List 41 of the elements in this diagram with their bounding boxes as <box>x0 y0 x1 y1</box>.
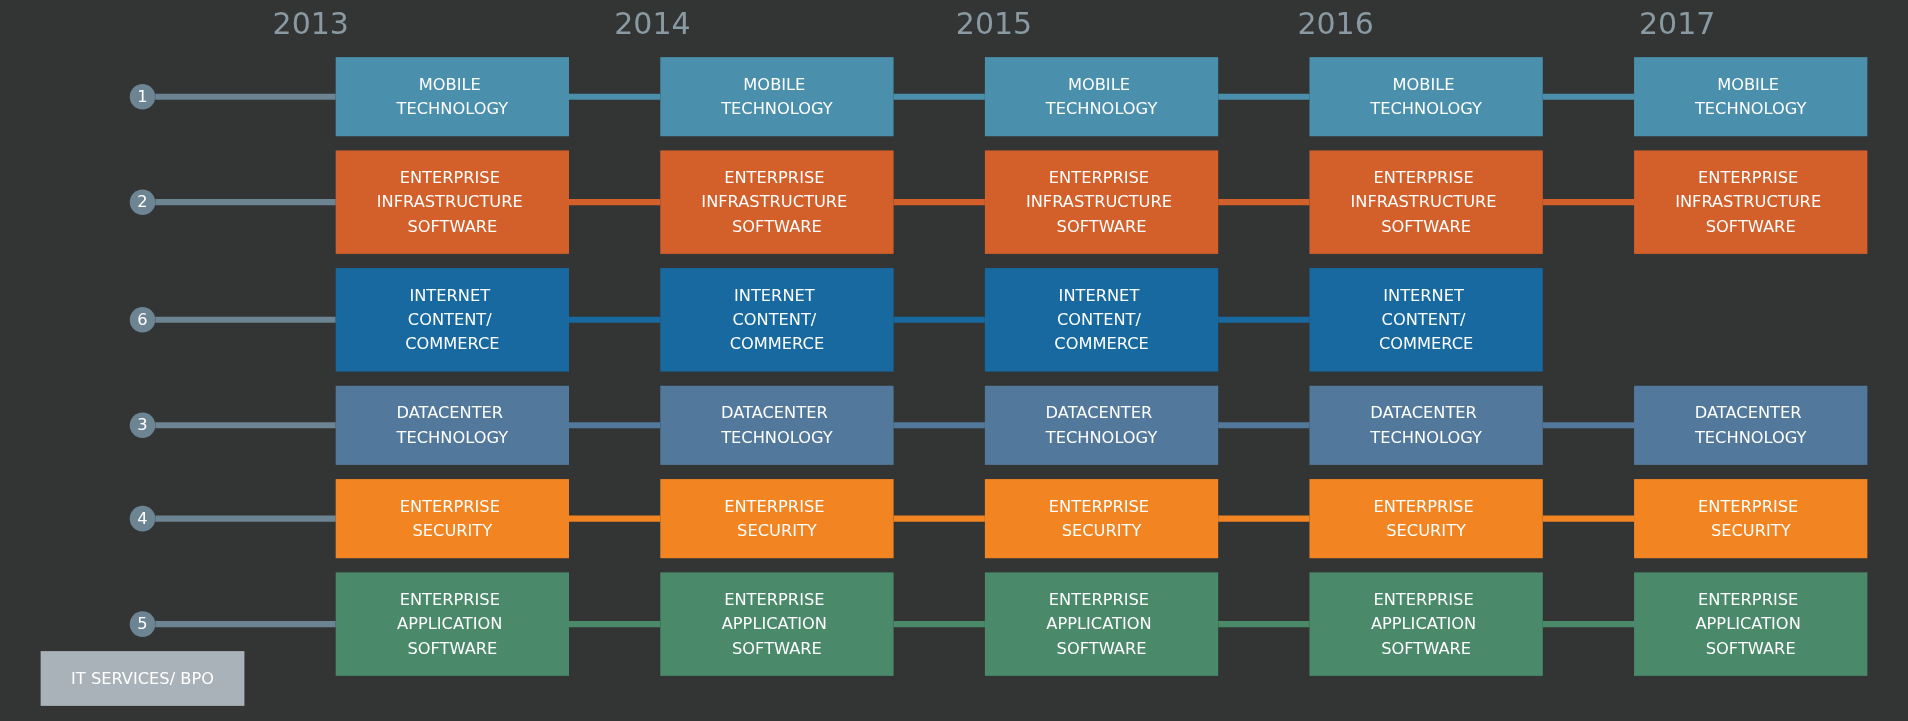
node-box: ENTERPRISE INFRASTRUCTURE SOFTWARE <box>1634 149 1868 254</box>
node-box: ENTERPRISE SECURITY <box>335 478 569 558</box>
node-box: ENTERPRISE APPLICATION SOFTWARE <box>335 571 569 676</box>
node-box: ENTERPRISE APPLICATION SOFTWARE <box>1309 571 1543 676</box>
node-box: MOBILE TECHNOLOGY <box>984 56 1219 136</box>
node-box: DATACENTER TECHNOLOGY <box>1309 385 1543 465</box>
node-box: ENTERPRISE INFRASTRUCTURE SOFTWARE <box>1309 149 1543 254</box>
node-box: IT SERVICES/ BPO <box>40 650 245 706</box>
node-circle: 2 <box>129 188 156 215</box>
node-box: MOBILE TECHNOLOGY <box>1634 56 1868 136</box>
year-heading: 2015 <box>955 6 1033 43</box>
node-box: DATACENTER TECHNOLOGY <box>1634 385 1868 465</box>
node-box: ENTERPRISE SECURITY <box>1634 478 1868 558</box>
node-box: DATACENTER TECHNOLOGY <box>335 385 569 465</box>
node-box: ENTERPRISE APPLICATION SOFTWARE <box>1634 571 1868 676</box>
node-circle: 5 <box>129 610 156 637</box>
node-box: ENTERPRISE APPLICATION SOFTWARE <box>984 571 1219 676</box>
year-heading: 2017 <box>1639 6 1716 43</box>
node-circle: 1 <box>129 83 156 109</box>
node-circle: 6 <box>129 306 156 333</box>
node-box: ENTERPRISE INFRASTRUCTURE SOFTWARE <box>335 149 569 254</box>
node-box: ENTERPRISE SECURITY <box>660 478 894 558</box>
node-box: INTERNET CONTENT/ COMMERCE <box>984 267 1219 372</box>
year-heading: 2016 <box>1297 6 1374 43</box>
year-heading: 2014 <box>614 6 691 43</box>
node-box: INTERNET CONTENT/ COMMERCE <box>660 267 894 372</box>
node-box: INTERNET CONTENT/ COMMERCE <box>335 267 569 372</box>
node-circle: 4 <box>129 505 156 531</box>
node-box: ENTERPRISE APPLICATION SOFTWARE <box>660 571 894 676</box>
node-box: MOBILE TECHNOLOGY <box>335 56 569 136</box>
node-box: MOBILE TECHNOLOGY <box>660 56 894 136</box>
node-box: DATACENTER TECHNOLOGY <box>984 385 1219 465</box>
node-box: ENTERPRISE SECURITY <box>1309 478 1543 558</box>
node-circle: 3 <box>129 412 156 438</box>
year-heading: 2013 <box>272 6 349 43</box>
node-box: MOBILE TECHNOLOGY <box>1309 56 1543 136</box>
node-box: ENTERPRISE SECURITY <box>984 478 1219 558</box>
node-box: DATACENTER TECHNOLOGY <box>660 385 894 465</box>
node-box: ENTERPRISE INFRASTRUCTURE SOFTWARE <box>660 149 894 254</box>
node-box: ENTERPRISE INFRASTRUCTURE SOFTWARE <box>984 149 1219 254</box>
node-box: INTERNET CONTENT/ COMMERCE <box>1309 267 1543 372</box>
